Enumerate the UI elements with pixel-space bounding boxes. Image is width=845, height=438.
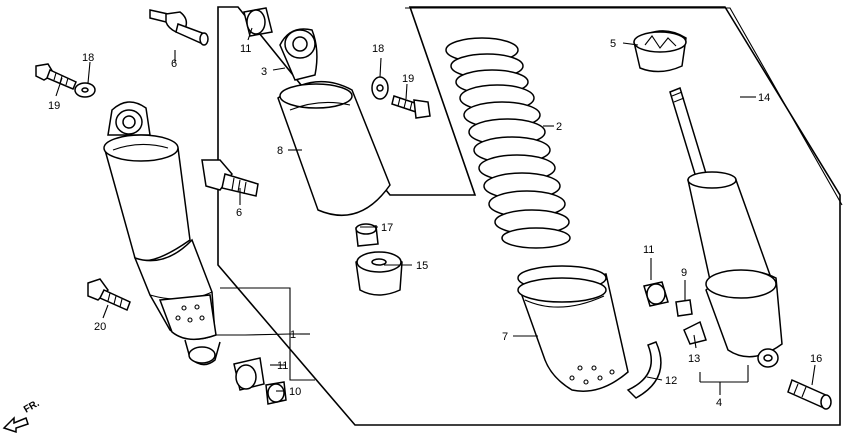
leader-lines xyxy=(55,27,816,395)
callout-18-left: 18 xyxy=(82,52,94,64)
rubber-stopper-15 xyxy=(355,251,403,296)
callout-14: 14 xyxy=(758,92,770,104)
bolt-19-washer-18-right xyxy=(371,76,431,119)
callout-12: 12 xyxy=(665,375,677,387)
collar-9 xyxy=(675,299,693,317)
callout-11-top: 11 xyxy=(240,43,251,55)
plate-13 xyxy=(683,320,707,345)
collar-11-top xyxy=(243,7,273,37)
callout-9: 9 xyxy=(681,267,687,279)
callout-10: 10 xyxy=(289,386,301,398)
callout-19-left: 19 xyxy=(48,100,60,112)
callout-4: 4 xyxy=(716,397,722,409)
forward-direction-label: FR. xyxy=(22,398,42,416)
bolt-19-washer-18-left xyxy=(35,63,96,98)
mount-bolt-6 xyxy=(201,159,259,197)
forward-arrow-icon xyxy=(2,416,29,434)
adjuster-cap-5 xyxy=(633,30,687,73)
callout-6-top: 6 xyxy=(171,58,177,70)
upper-mount-bolt-6 xyxy=(149,9,209,46)
callout-2: 2 xyxy=(556,121,562,133)
stopper-ring-12 xyxy=(626,341,662,399)
callout-1: 1 xyxy=(290,329,296,341)
callout-8: 8 xyxy=(277,145,283,157)
callout-15: 15 xyxy=(416,260,428,272)
callout-13: 13 xyxy=(688,353,700,365)
upper-eye-3 xyxy=(279,28,318,81)
callout-17: 17 xyxy=(381,222,393,234)
callout-20: 20 xyxy=(94,321,106,333)
collar-11-right xyxy=(643,281,669,307)
coil-spring-2 xyxy=(445,37,571,249)
damper-body-8 xyxy=(277,80,391,217)
callout-19-right: 19 xyxy=(402,73,414,85)
callout-7: 7 xyxy=(502,331,508,343)
callout-5: 5 xyxy=(610,38,616,50)
collar-11-bottom xyxy=(233,357,265,391)
callout-6-mid: 6 xyxy=(236,207,242,219)
callout-11-bottom: 11 xyxy=(277,360,288,372)
damper-rod-14 xyxy=(669,87,771,285)
damper-lower-body xyxy=(705,269,783,368)
bolt-20 xyxy=(87,278,131,312)
callout-16: 16 xyxy=(810,353,822,365)
callout-labels: 1 2 3 4 5 6 6 7 8 9 10 11 11 11 12 13 14… xyxy=(22,38,822,416)
callout-3: 3 xyxy=(261,66,267,78)
assembled-shock-absorber xyxy=(103,101,221,366)
callout-11-right: 11 xyxy=(643,244,654,256)
shaft-assy-bracket xyxy=(405,7,843,206)
collar-10 xyxy=(265,381,287,405)
bolt-16 xyxy=(787,378,832,410)
lower-spring-seat-7 xyxy=(517,265,629,392)
callout-18-right: 18 xyxy=(372,43,384,55)
